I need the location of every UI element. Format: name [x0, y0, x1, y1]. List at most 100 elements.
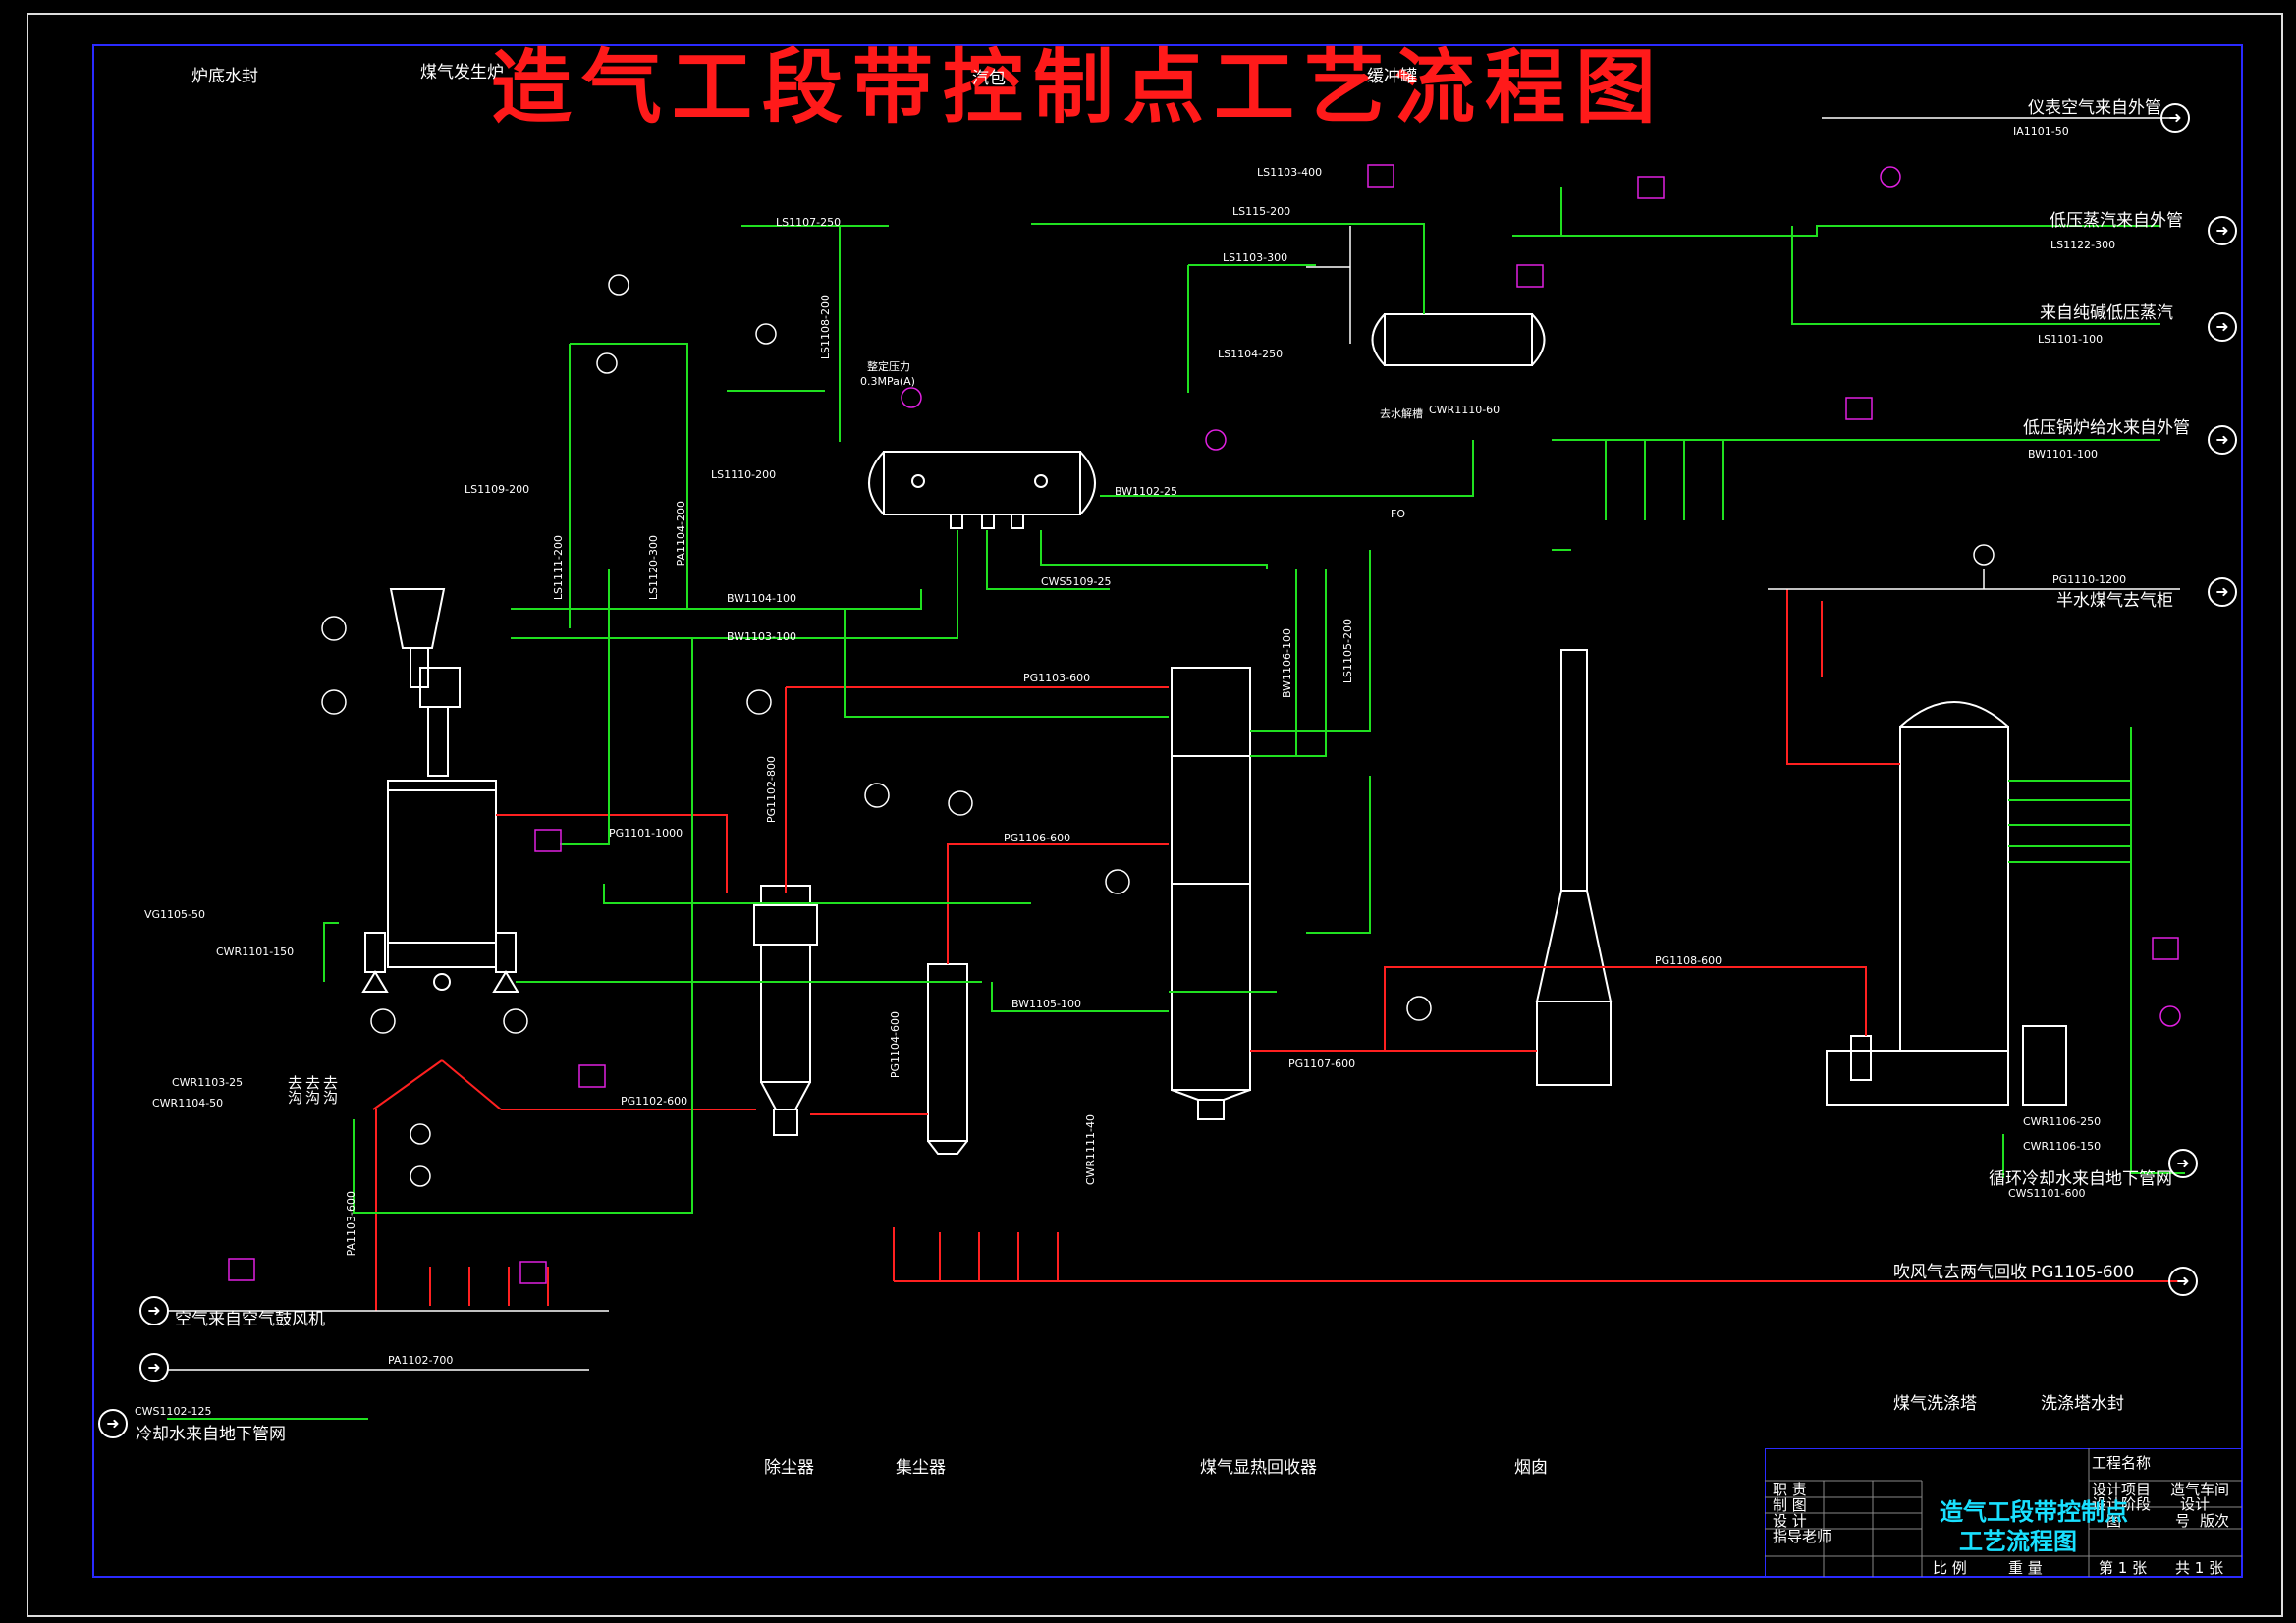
- gas-generator: [361, 588, 519, 993]
- instruments: [321, 274, 1995, 1187]
- line-cwr1106-150: CWR1106-150: [2023, 1140, 2102, 1153]
- tb-project-name: 工程名称: [2092, 1454, 2152, 1472]
- line-pa1103: PA1103-600: [345, 1191, 357, 1257]
- line-pg1106: PG1106-600: [1004, 832, 1071, 844]
- outer-frame: [27, 13, 2283, 1617]
- line-ls1111: LS1111-200: [552, 535, 565, 601]
- line-pg1105: PG1105-600: [2031, 1263, 2135, 1282]
- stream-air-blower: 空气来自空气鼓风机: [175, 1310, 325, 1329]
- line-ls1104: LS1104-250: [1218, 348, 1284, 360]
- instrument-tags: [228, 164, 2181, 1284]
- arrow-terminal-pa: ➜: [139, 1353, 169, 1382]
- line-cwr1103: CWR1103-25: [172, 1076, 244, 1089]
- stream-to-deaerator: 去水解槽: [1380, 407, 1423, 420]
- label-heat-recovery: 煤气显热回收器: [1200, 1458, 1317, 1478]
- tb-total: 共 1 张: [2175, 1559, 2224, 1577]
- stream-trench-2: 去沟: [303, 1075, 321, 1105]
- arrow-terminal-semi: ➜: [2208, 577, 2237, 607]
- tb-designed: 设 计: [1773, 1512, 1807, 1530]
- label-washer: 煤气洗涤塔: [1893, 1394, 1977, 1414]
- diagram-title: 造气工段带控制点工艺流程图: [491, 40, 1667, 135]
- arrow-terminal-air: ➜: [139, 1296, 169, 1325]
- line-pg1102: PG1102-600: [621, 1095, 688, 1108]
- tb-advisor: 指导老师: [1773, 1528, 1832, 1545]
- stream-blow-gas: 吹风气去两气回收: [1893, 1263, 2027, 1282]
- stream-trench-3: 去沟: [321, 1075, 339, 1105]
- line-cwr1104: CWR1104-50: [152, 1097, 224, 1109]
- stream-lp-steam: 低压蒸汽来自外管: [2050, 211, 2183, 231]
- dust-remover: [753, 885, 818, 1136]
- line-bw1103: BW1103-100: [727, 630, 796, 643]
- line-ls1120: LS1120-300: [647, 535, 660, 601]
- label-buffer-tank: 缓冲罐: [1367, 67, 1417, 86]
- line-fo: FO: [1391, 508, 1405, 520]
- dust-collector: [927, 963, 968, 1155]
- tb-design: 设计: [2180, 1495, 2211, 1513]
- arrow-terminal-lp-steam: ➜: [2208, 216, 2237, 245]
- title-block: [1765, 1448, 2242, 1577]
- line-ls1103-300: LS1103-300: [1223, 251, 1288, 264]
- chimney: [1535, 649, 1613, 1086]
- arrow-terminal-soda: ➜: [2208, 312, 2237, 342]
- stream-trench-1: 去沟: [286, 1075, 303, 1105]
- arrow-terminal-bw: ➜: [2208, 425, 2237, 455]
- arrow-terminal-cw: ➜: [98, 1409, 128, 1438]
- stream-soda-steam: 来自纯碱低压蒸汽: [2040, 303, 2173, 323]
- line-cwr1106-250: CWR1106-250: [2023, 1115, 2102, 1128]
- label-furnace-seal: 炉底水封: [191, 67, 258, 86]
- tb-version: 版次: [2200, 1512, 2230, 1530]
- tb-title-line2: 工艺流程图: [1959, 1528, 2077, 1555]
- line-cws5109: CWS5109-25: [1041, 575, 1112, 588]
- arrow-terminal-circ: ➜: [2168, 1149, 2198, 1178]
- label-chimney: 烟囱: [1514, 1458, 1548, 1478]
- line-pg1110: PG1110-1200: [2052, 573, 2127, 586]
- label-steam-drum: 汽包: [972, 69, 1006, 88]
- line-ia: IA1101-50: [2013, 125, 2069, 137]
- stream-cooling-water: 冷却水来自地下管网: [136, 1425, 286, 1444]
- line-ls115: LS115-200: [1232, 205, 1291, 218]
- label-washer-seal: 洗涤塔水封: [2041, 1394, 2124, 1414]
- line-bw1101: BW1101-100: [2028, 448, 2098, 460]
- line-pa1104: PA1104-200: [675, 501, 687, 567]
- stream-instrument-air: 仪表空气来自外管: [2028, 98, 2161, 118]
- stream-boiler-water: 低压锅炉给水来自外管: [2023, 418, 2190, 438]
- process-lines: [372, 589, 2180, 1311]
- line-cwr1111: CWR1111-40: [1084, 1114, 1097, 1186]
- label-dust-remover: 除尘器: [764, 1458, 814, 1478]
- inner-frame: [92, 44, 2243, 1578]
- line-pg1107: PG1107-600: [1288, 1057, 1356, 1070]
- line-ls1105: LS1105-200: [1341, 619, 1354, 684]
- line-ls1110: LS1110-200: [711, 468, 777, 481]
- line-pg1104: PG1104-600: [889, 1011, 902, 1079]
- line-bw1104: BW1104-100: [727, 592, 796, 605]
- line-ls1103-400: LS1103-400: [1257, 166, 1323, 179]
- stream-set-pressure: 整定压力: [867, 360, 910, 373]
- stream-semi-water-gas: 半水煤气去气柜: [2056, 591, 2173, 611]
- tb-drawn: 制 图: [1773, 1496, 1807, 1514]
- tb-sheet: 第 1 张: [2099, 1559, 2148, 1577]
- washer: [1826, 701, 2067, 1106]
- tb-scale: 比 例: [1933, 1559, 1967, 1577]
- line-ls1101: LS1101-100: [2038, 333, 2104, 346]
- tb-weight: 重 量: [2008, 1559, 2043, 1577]
- heat-recovery: [1171, 667, 1251, 1120]
- arrow-terminal-blow: ➜: [2168, 1267, 2198, 1296]
- tb-drawing: 图: [2106, 1512, 2122, 1530]
- tb-design-project: 设计项目: [2092, 1481, 2152, 1498]
- line-pg1103: PG1103-600: [1023, 672, 1091, 684]
- line-cws1101: CWS1101-600: [2008, 1187, 2086, 1200]
- line-ls1109: LS1109-200: [465, 483, 530, 496]
- line-vg1105: VG1105-50: [144, 908, 206, 921]
- line-bw1105: BW1105-100: [1011, 998, 1081, 1010]
- line-pa1102: PA1102-700: [388, 1354, 454, 1367]
- line-cwr1110: CWR1110-60: [1429, 404, 1501, 416]
- tb-stage: 设计阶段: [2092, 1495, 2152, 1513]
- tb-dept: 造气车间: [2170, 1481, 2230, 1498]
- arrow-terminal-ia: ➜: [2160, 103, 2190, 133]
- label-dust-collector: 集尘器: [896, 1458, 946, 1478]
- line-pg1101: PG1101-1000: [609, 827, 683, 839]
- steam-drum: [868, 451, 1096, 529]
- utility-lines: [167, 117, 2180, 1371]
- line-bw1106: BW1106-100: [1281, 628, 1293, 698]
